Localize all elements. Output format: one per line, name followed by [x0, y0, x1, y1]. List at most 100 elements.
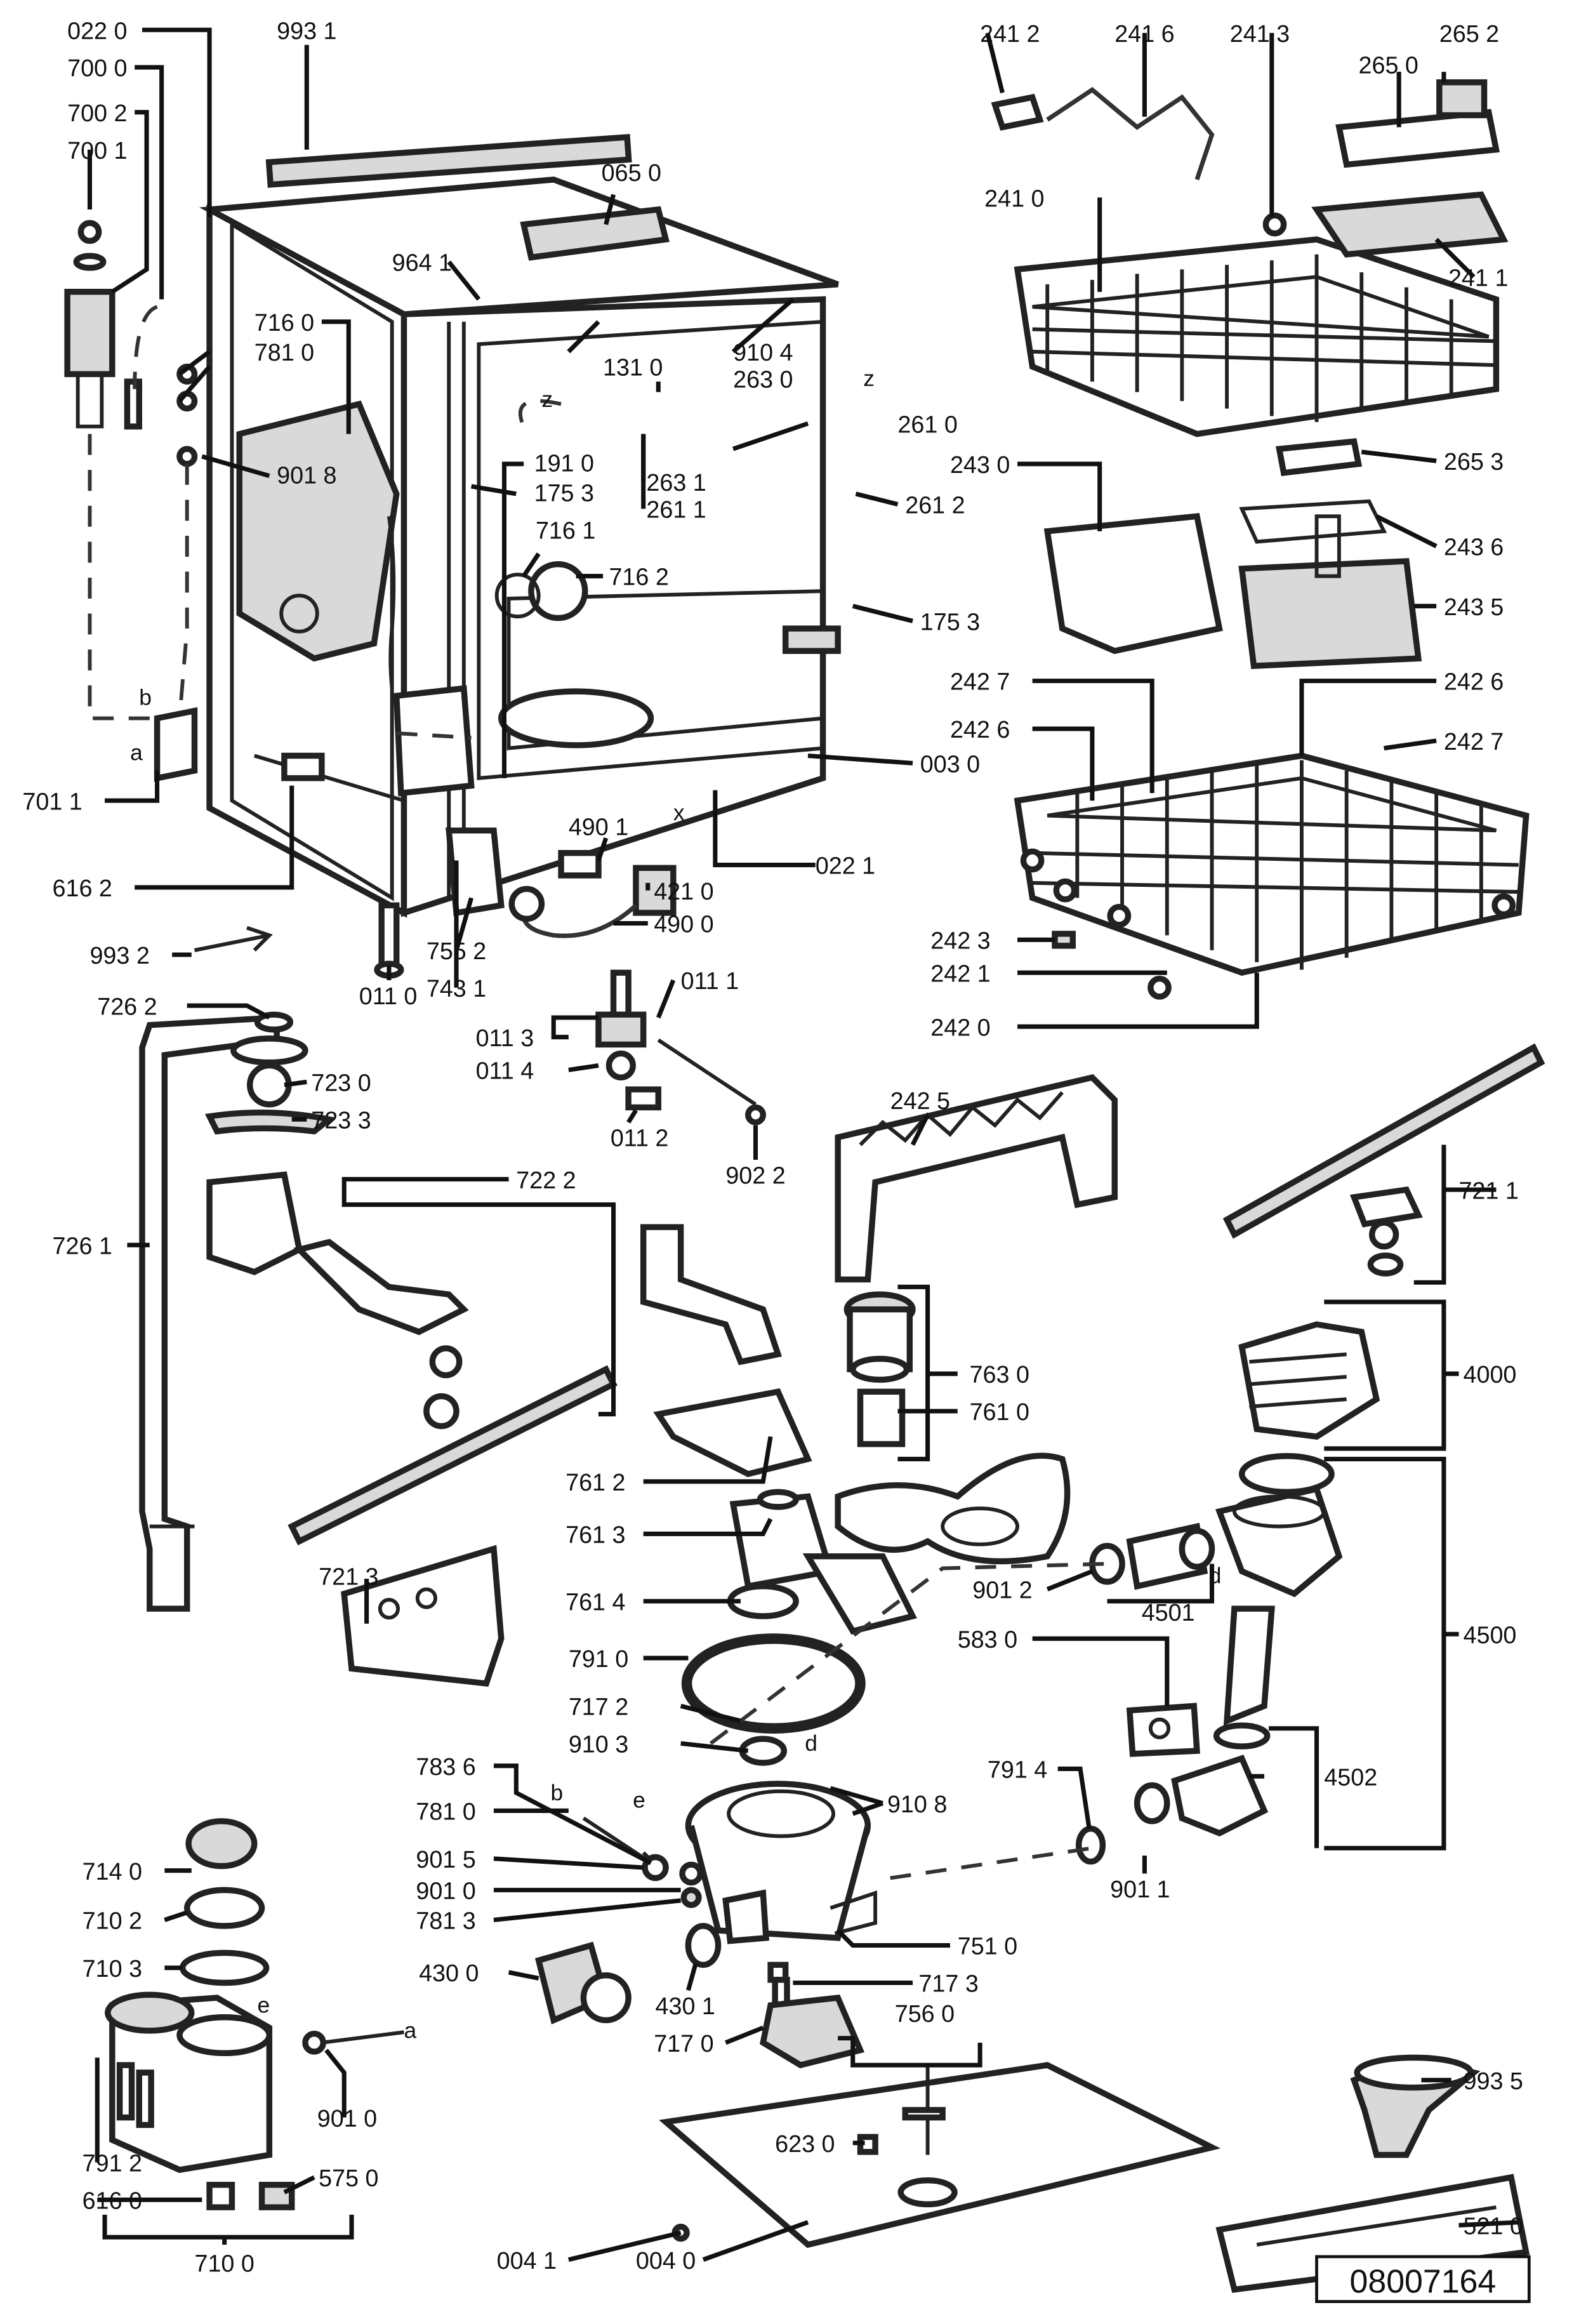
part-label: 721 1 — [1458, 1177, 1518, 1204]
part-label: 263 0 — [733, 366, 793, 393]
sump-assembly — [534, 1736, 878, 2069]
part-label: 722 2 — [516, 1167, 576, 1193]
water-inlet-parts — [64, 220, 198, 782]
part-label: 241 0 — [984, 185, 1044, 211]
part-label: 901 1 — [1110, 1876, 1170, 1902]
part-label: 490 0 — [654, 911, 713, 938]
part-label: 717 2 — [569, 1694, 628, 1720]
part-label: 723 0 — [311, 1070, 371, 1096]
part-label: 242 7 — [1444, 728, 1504, 755]
part-label: 716 0 — [255, 309, 314, 336]
leader-lines — [87, 27, 1519, 2262]
part-label: 4501 — [1142, 1599, 1195, 1626]
part-label: 756 0 — [895, 2000, 955, 2027]
part-label: 717 0 — [654, 2030, 713, 2057]
part-label: 993 1 — [277, 17, 336, 44]
part-label: 263 1 — [646, 469, 706, 496]
part-label: 743 1 — [427, 975, 486, 1002]
part-label: 714 0 — [83, 1858, 142, 1885]
part-label: 265 2 — [1439, 20, 1499, 47]
part-label: 022 0 — [67, 17, 127, 44]
part-label: 242 6 — [950, 716, 1010, 743]
callout-letter: e — [633, 1788, 645, 1813]
part-label: 011 4 — [476, 1058, 534, 1084]
part-label: 791 2 — [83, 2150, 142, 2177]
part-label: 901 0 — [317, 2105, 377, 2132]
callout-letter: a — [130, 741, 143, 766]
part-label: 241 2 — [980, 20, 1040, 47]
part-label: 701 1 — [22, 788, 82, 814]
part-label: 726 1 — [53, 1232, 112, 1259]
part-label: 710 2 — [83, 1908, 142, 1934]
callout-letter: b — [551, 1781, 564, 1805]
part-label: 700 2 — [67, 100, 127, 126]
part-label: 265 3 — [1444, 448, 1504, 475]
part-label: 241 6 — [1114, 20, 1174, 47]
callout-letters: b a z z x d d e e b a — [130, 366, 1221, 2043]
part-label: 241 1 — [1448, 264, 1508, 291]
upper-spray-arm-holder — [835, 1074, 1118, 1283]
part-label: 022 1 — [816, 853, 875, 879]
lower-basket — [1014, 752, 1530, 1000]
part-label: 781 0 — [416, 1798, 475, 1825]
part-label: 761 4 — [565, 1589, 625, 1616]
part-label: 011 3 — [476, 1025, 534, 1051]
part-label: 175 3 — [920, 608, 980, 635]
part-label: 761 0 — [970, 1398, 1029, 1425]
part-label: 726 2 — [97, 993, 157, 1019]
part-label: 430 0 — [419, 1960, 479, 1986]
wash-arm-parts — [139, 1011, 618, 1687]
part-label: 781 0 — [255, 339, 314, 366]
part-label: 791 4 — [988, 1756, 1047, 1783]
part-label: 242 5 — [890, 1087, 950, 1114]
part-label: 781 3 — [416, 1908, 475, 1934]
part-label: 791 0 — [569, 1645, 628, 1672]
part-label: 261 1 — [646, 496, 706, 523]
part-label: 901 8 — [277, 461, 336, 488]
part-label: 242 0 — [930, 1014, 990, 1040]
part-label: 011 0 — [359, 983, 418, 1009]
part-label: 011 2 — [611, 1125, 669, 1152]
part-label: 004 0 — [636, 2247, 696, 2274]
callout-letter: a — [404, 2019, 417, 2043]
pump-heater-parts — [1075, 1321, 1380, 1865]
part-label: 261 2 — [905, 492, 965, 519]
rack-adjuster-parts — [595, 969, 766, 1125]
callout-letter: e — [257, 1993, 270, 2018]
part-label: 710 3 — [83, 1955, 142, 1982]
connection-lines — [396, 399, 1108, 1880]
part-label: 783 6 — [416, 1753, 475, 1780]
part-label: 755 2 — [427, 938, 486, 964]
part-label: 910 3 — [569, 1730, 628, 1757]
part-label: 261 0 — [897, 411, 957, 437]
part-label: 575 0 — [319, 2165, 378, 2191]
upper-spray-arm — [1222, 1043, 1545, 1277]
part-label: 901 2 — [972, 1577, 1032, 1604]
callout-letter: b — [139, 685, 152, 710]
part-label: 131 0 — [603, 354, 663, 381]
callout-letter: d — [1209, 1564, 1222, 1588]
part-label: 241 3 — [1230, 20, 1290, 47]
part-label: 430 1 — [656, 1993, 715, 2019]
callout-letter: z — [863, 366, 875, 391]
callout-letter: z — [541, 387, 553, 412]
part-label: 710 0 — [194, 2250, 254, 2276]
part-label: 761 2 — [565, 1469, 625, 1496]
part-label: 011 1 — [681, 967, 739, 994]
part-label: 901 0 — [416, 1878, 475, 1904]
part-label: 993 2 — [89, 942, 149, 969]
part-label: 265 0 — [1359, 52, 1419, 79]
callout-letter: d — [805, 1731, 817, 1756]
part-label: 175 3 — [534, 480, 594, 507]
part-label: 243 5 — [1444, 594, 1504, 620]
part-label: 761 3 — [565, 1521, 625, 1548]
part-label: 964 1 — [392, 249, 452, 276]
water-softener — [105, 1818, 404, 2210]
part-label: 902 2 — [725, 1162, 785, 1189]
part-label: 717 3 — [918, 1970, 978, 1997]
part-label: 751 0 — [958, 1933, 1017, 1960]
part-label: 242 7 — [950, 668, 1010, 695]
part-label: 616 0 — [83, 2187, 142, 2214]
